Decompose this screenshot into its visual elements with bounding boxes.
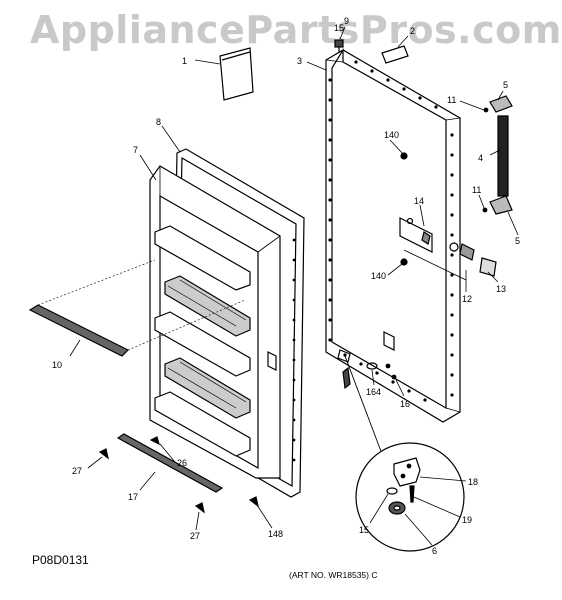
callout-3: 3	[297, 56, 302, 66]
callout-1: 1	[182, 56, 187, 66]
callout-148: 148	[268, 529, 283, 539]
callout-5: 5	[503, 80, 508, 90]
callout-16: 16	[400, 399, 410, 409]
art-number: (ART NO. WR18535) C	[289, 570, 378, 580]
callout-11: 11	[447, 95, 456, 105]
part-14-lock-bracket	[399, 204, 467, 292]
callout-14: 14	[414, 196, 424, 206]
callout-2: 2	[410, 26, 415, 36]
callout-labels: 1 2 3 4 5 5 6 7 8 9 10 11 11 12 13 14 15…	[52, 16, 520, 556]
detail-callout	[344, 355, 467, 552]
part-17-bottom-bar	[87, 433, 273, 531]
callout-10: 10	[52, 360, 62, 370]
diagram-code: P08D0131	[32, 553, 89, 567]
part-2-label	[381, 35, 409, 64]
callout-5b: 5	[515, 236, 520, 246]
callout-18: 18	[468, 477, 478, 487]
part-4-handle	[482, 95, 513, 215]
callout-140b: 140	[371, 271, 386, 281]
callout-164: 164	[366, 387, 381, 397]
callout-19: 19	[462, 515, 472, 525]
callout-11b: 11	[472, 185, 481, 195]
watermark: AppliancePartsPros.com	[30, 8, 562, 52]
callout-27b: 27	[190, 531, 200, 541]
callout-26: 26	[177, 458, 187, 468]
callout-12: 12	[462, 294, 472, 304]
callout-15: 15	[359, 525, 369, 535]
callout-4: 4	[478, 153, 483, 163]
part-164-hinge-parts	[337, 349, 405, 397]
callout-9: 9	[344, 16, 349, 26]
part-1-manual	[194, 47, 254, 101]
part-3-outer-door	[306, 47, 461, 423]
callout-140: 140	[384, 130, 399, 140]
callout-8: 8	[156, 117, 161, 127]
door-shelves	[154, 225, 251, 457]
callout-7: 7	[133, 145, 138, 155]
callout-13: 13	[496, 284, 506, 294]
callout-17: 17	[128, 492, 138, 502]
callout-27: 27	[72, 466, 82, 476]
callout-6: 6	[432, 546, 437, 556]
callout-15-top: 15	[334, 23, 344, 33]
leader-lines	[387, 90, 519, 276]
part-13-lock	[449, 242, 499, 283]
part-140-screws	[400, 152, 408, 266]
part-10-shelf-bar	[28, 259, 246, 357]
